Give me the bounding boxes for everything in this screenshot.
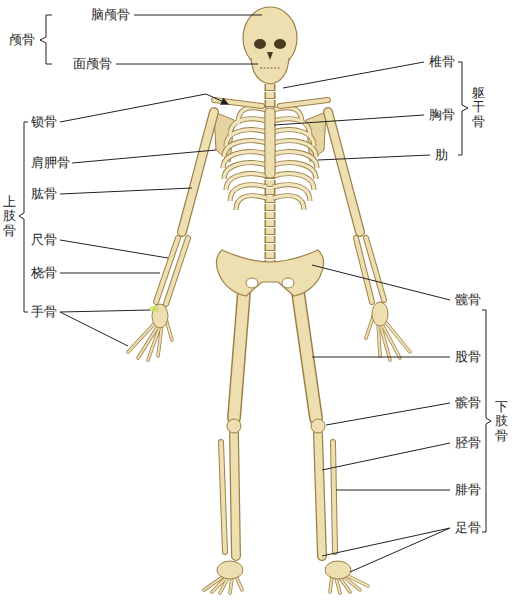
pelvis xyxy=(216,250,323,296)
foot xyxy=(325,561,351,579)
bone-label: 腓骨 xyxy=(454,482,482,498)
pelvis-hole xyxy=(246,278,258,288)
eye-socket xyxy=(254,39,266,49)
bracket xyxy=(458,62,468,155)
bone-label: 面颅骨 xyxy=(72,56,113,72)
palm xyxy=(372,302,388,326)
spine xyxy=(265,76,276,268)
thin-bone xyxy=(156,100,384,552)
digits xyxy=(128,314,410,593)
spine xyxy=(266,76,274,268)
leader-line xyxy=(60,94,206,122)
thin-bone xyxy=(156,100,384,552)
bone-label: 股骨 xyxy=(454,349,482,365)
eye-socket xyxy=(274,39,286,49)
bone-label: 桡骨 xyxy=(30,265,58,281)
group-label: 下肢骨 xyxy=(495,399,508,444)
bone-label: 髋骨 xyxy=(454,292,482,308)
leader-line xyxy=(72,150,216,163)
patella xyxy=(311,419,325,433)
bone-label: 肩胛骨 xyxy=(30,155,71,171)
bone-label: 尺骨 xyxy=(30,232,58,248)
patella xyxy=(227,419,241,433)
leader-arrow xyxy=(206,94,228,104)
bone-label: 肱骨 xyxy=(30,186,58,202)
leader-line xyxy=(322,528,450,556)
jaw xyxy=(251,58,289,84)
leader-line xyxy=(116,64,258,65)
leader-line xyxy=(60,240,168,258)
bone-label: 肋 xyxy=(434,147,449,163)
foot xyxy=(217,561,243,579)
bracket xyxy=(19,122,28,312)
leader-line xyxy=(283,62,424,88)
bone-label: 颅骨 xyxy=(8,32,36,48)
leader-line xyxy=(318,155,430,160)
wrist-highlight xyxy=(149,306,159,312)
leader-line xyxy=(326,403,450,425)
bone-label: 足骨 xyxy=(454,520,482,536)
leader-line xyxy=(60,312,128,346)
leader-line xyxy=(134,15,262,16)
leader-line xyxy=(312,357,450,358)
bone-label: 胸骨 xyxy=(428,107,456,123)
bone-label: 椎骨 xyxy=(428,54,456,70)
leader-line xyxy=(336,490,450,491)
nasal-cavity xyxy=(267,52,273,60)
pelvis-hole xyxy=(282,278,294,288)
bone-label: 锁骨 xyxy=(30,114,58,130)
group-label: 躯干骨 xyxy=(472,85,485,130)
leader-line xyxy=(60,273,160,274)
femur xyxy=(234,292,316,418)
leader-line xyxy=(60,310,150,312)
bone-label: 髌骨 xyxy=(454,395,482,411)
bracket xyxy=(40,15,52,64)
leader-line xyxy=(312,265,450,300)
teeth xyxy=(260,68,280,69)
digits xyxy=(128,314,410,593)
leader-line xyxy=(322,443,450,470)
leader-line xyxy=(274,115,424,125)
femur xyxy=(234,292,316,418)
leader-line xyxy=(60,188,192,194)
bone-label: 胫骨 xyxy=(454,435,482,451)
leader-line xyxy=(350,528,450,572)
group-label: 上肢骨 xyxy=(3,194,16,239)
sternum xyxy=(265,108,275,178)
bone-label: 手骨 xyxy=(30,304,58,320)
bone-label: 脑颅骨 xyxy=(90,7,131,23)
bracket xyxy=(482,310,491,532)
